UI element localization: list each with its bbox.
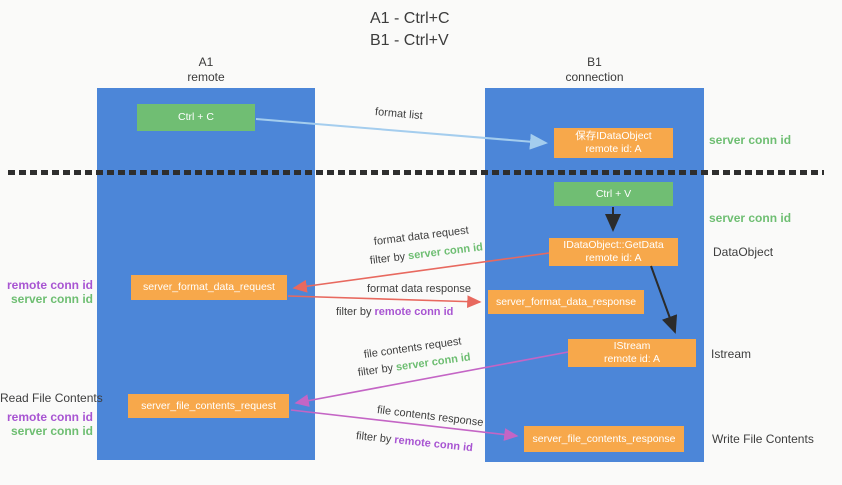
node-ctrl-v-label: Ctrl + V: [595, 187, 632, 200]
label-format-data-response: format data response: [367, 283, 471, 296]
node-ctrl-c: Ctrl + C: [137, 104, 255, 131]
label-format-list-text: format list: [374, 106, 424, 123]
label-format-data-response-text: format data response: [367, 283, 471, 295]
filter-by-prefix: filter by: [357, 361, 397, 379]
node-server-file-contents-response-label: server_file_contents_response: [532, 432, 676, 445]
label-server-conn-id-left-2: server conn id: [0, 424, 93, 438]
title-line-2: B1 - Ctrl+V: [370, 32, 449, 49]
node-istream: IStream remote id: A: [568, 339, 696, 367]
filter-by-prefix: filter by: [336, 306, 375, 318]
column-a-header: A1 remote: [97, 55, 315, 85]
label-file-contents-response-text: file contents response: [376, 404, 485, 430]
node-server-format-data-request: server_format_data_request: [131, 275, 287, 300]
remote-conn-id-text: remote conn id: [374, 306, 454, 318]
node-server-format-data-response-label: server_format_data_response: [495, 295, 637, 308]
server-conn-id-text: server conn id: [709, 133, 792, 147]
server-conn-id-text: server conn id: [407, 241, 484, 263]
node-save-idataobject-line2: remote id: A: [585, 143, 642, 155]
label-format-list: format list: [374, 106, 424, 123]
remote-conn-id-text: remote conn id: [6, 278, 93, 292]
node-server-file-contents-request: server_file_contents_request: [128, 394, 289, 418]
label-read-file-contents: Read File Contents: [0, 391, 103, 405]
column-b-header: B1 connection: [485, 55, 704, 85]
write-file-contents-text: Write File Contents: [712, 432, 814, 446]
label-dataobject: DataObject: [713, 245, 773, 259]
node-server-format-data-request-label: server_format_data_request: [143, 281, 275, 293]
machine-separator-dotted-line: [8, 170, 824, 175]
label-remote-conn-id-left-2: remote conn id: [0, 410, 93, 424]
label-server-conn-id-left-1: server conn id: [0, 292, 93, 306]
node-ctrl-v: Ctrl + V: [554, 182, 673, 206]
node-idataobject-getdata-line2: remote id: A: [585, 252, 642, 264]
label-filter-by-remote-conn-id-1: filter by remote conn id: [336, 306, 453, 319]
server-conn-id-text: server conn id: [10, 424, 93, 438]
column-b-name: B1: [587, 55, 602, 69]
label-server-conn-id-top-right: server conn id: [709, 133, 791, 147]
label-remote-conn-id-left-1: remote conn id: [0, 278, 93, 292]
server-conn-id-text: server conn id: [709, 211, 792, 225]
remote-conn-id-text: remote conn id: [6, 410, 93, 424]
node-ctrl-c-label: Ctrl + C: [178, 111, 214, 123]
node-idataobject-getdata: IDataObject::GetData remote id: A: [549, 238, 678, 266]
node-idataobject-getdata-line1: IDataObject::GetData: [563, 239, 664, 251]
label-write-file-contents: Write File Contents: [712, 432, 814, 446]
column-a-subtitle: remote: [187, 70, 225, 84]
left-conn-id-group-1: remote conn id server conn id: [0, 278, 93, 306]
title-line-1: A1 - Ctrl+C: [370, 10, 450, 27]
label-file-contents-response: file contents response: [376, 404, 484, 430]
diagram-title: A1 - Ctrl+C B1 - Ctrl+V: [370, 8, 450, 52]
filter-by-prefix: filter by: [355, 430, 395, 446]
label-istream: Istream: [711, 347, 751, 361]
label-filter-by-remote-conn-id-2: filter by remote conn id: [355, 430, 473, 455]
label-server-conn-id-mid-right: server conn id: [709, 211, 791, 225]
column-b-subtitle: connection: [565, 70, 624, 84]
remote-conn-id-text: remote conn id: [393, 434, 474, 455]
arrow-format-data-response: [287, 295, 482, 308]
node-server-format-data-response: server_format_data_response: [488, 290, 644, 314]
node-istream-line2: remote id: A: [603, 353, 661, 365]
node-save-idataobject: 保存IDataObject remote id: A: [554, 128, 673, 158]
node-server-file-contents-request-label: server_file_contents_request: [141, 399, 276, 412]
node-server-file-contents-response: server_file_contents_response: [524, 426, 684, 452]
istream-text: Istream: [711, 347, 752, 361]
dataobject-text: DataObject: [713, 245, 774, 259]
server-conn-id-text: server conn id: [10, 292, 93, 306]
column-a-name: A1: [198, 55, 214, 69]
node-save-idataobject-line1: 保存IDataObject: [575, 130, 652, 142]
filter-by-prefix: filter by: [369, 250, 409, 267]
node-istream-line1: IStream: [613, 340, 651, 352]
read-file-contents-text: Read File Contents: [0, 391, 103, 405]
left-conn-id-group-2: remote conn id server conn id: [0, 410, 93, 438]
